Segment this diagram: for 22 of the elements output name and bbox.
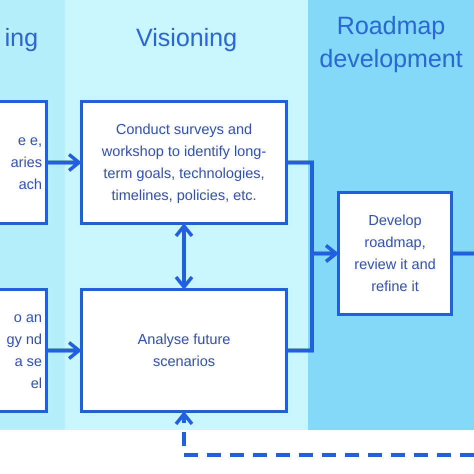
step-text: Conduct surveys and workshop to identify long-term goals, technologies, timelines, policies, etc. [100, 120, 268, 206]
column-heading: ing [4, 23, 39, 54]
step-text: Develop roadmap, review it and refine it [353, 212, 437, 296]
arrow [174, 224, 194, 289]
step-text: e e, aries ach [10, 132, 42, 194]
connector-line [453, 252, 474, 256]
step-text: Analyse future scenarios [136, 330, 232, 372]
arrow [48, 152, 81, 172]
column-band [308, 0, 474, 430]
arrow [48, 340, 81, 360]
column-band [65, 0, 308, 430]
column-heading: Visioning [134, 23, 238, 54]
step-text: o an gy nd a se el [6, 308, 42, 394]
process-box [80, 100, 288, 225]
column-heading: Roadmap development [318, 11, 464, 75]
process-box [337, 191, 453, 316]
column-band [0, 0, 65, 430]
process-box [0, 288, 48, 413]
arrow [288, 244, 338, 352]
process-box [80, 288, 288, 413]
arrow [174, 412, 474, 457]
process-box [0, 100, 48, 225]
